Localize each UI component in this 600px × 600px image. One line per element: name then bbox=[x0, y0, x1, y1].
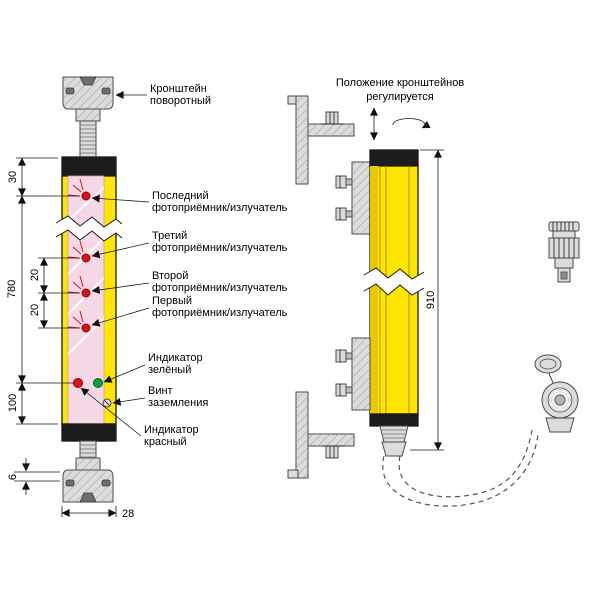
callout-red-line2: красный bbox=[144, 436, 187, 448]
dim-30: 30 bbox=[7, 171, 19, 183]
upper-mount-bracket bbox=[287, 95, 371, 235]
upper-arm-bolt bbox=[325, 111, 339, 125]
dim-20-upper: 20 bbox=[29, 269, 41, 281]
receiver-dot-first bbox=[67, 310, 91, 333]
dim-6: 6 bbox=[7, 474, 19, 480]
callout-ground-line2: заземления bbox=[148, 397, 208, 409]
bracket-top-notch bbox=[79, 76, 97, 86]
top-rotary-bracket bbox=[62, 76, 114, 159]
dimensions-left: 30 780 100 20 20 6 28 bbox=[6, 157, 134, 520]
callout-third-line2: фотоприёмник/излучатель bbox=[152, 242, 288, 254]
threaded-stud-bottom bbox=[79, 440, 97, 460]
bracket-slot-left bbox=[65, 87, 75, 95]
bracket-bottom-notch bbox=[79, 492, 97, 503]
receiver-dot-last bbox=[67, 178, 91, 201]
threaded-stud bbox=[79, 120, 97, 159]
receiver-dot-second bbox=[67, 275, 91, 298]
side-cap-top bbox=[369, 149, 419, 167]
clamp-bolt bbox=[335, 175, 353, 189]
rotation-arrow-icon bbox=[392, 118, 431, 129]
callout-second-line1: Второй bbox=[152, 270, 188, 282]
cable-connector bbox=[382, 354, 579, 507]
device-side bbox=[363, 149, 425, 457]
side-cap-bottom bbox=[369, 413, 419, 427]
right-view: Положение кронштейнов регулируется bbox=[287, 77, 580, 507]
callout-ground-line1: Винт bbox=[148, 385, 173, 397]
dimension-910: 910 bbox=[410, 149, 444, 451]
lower-mount-bracket bbox=[287, 337, 371, 479]
bottom-rotary-bracket bbox=[62, 440, 114, 503]
callout-last-line1: Последний bbox=[152, 190, 209, 202]
end-cap-top bbox=[61, 156, 117, 177]
clamp-bolt bbox=[335, 207, 353, 221]
side-body-break bbox=[364, 268, 424, 295]
callout-first-line1: Первый bbox=[152, 295, 192, 307]
dim-780: 780 bbox=[6, 280, 18, 298]
connector-backshell bbox=[545, 417, 575, 433]
callout-last-line2: фотоприёмник/излучатель bbox=[152, 202, 288, 214]
bracket-slot-left-bottom bbox=[65, 479, 75, 487]
side-body-shade bbox=[370, 166, 378, 414]
lower-arm-bolt bbox=[325, 445, 339, 459]
bracket-slot-right-bottom bbox=[101, 479, 111, 487]
callout-first-line2: фотоприёмник/излучатель bbox=[152, 307, 288, 319]
dim-910: 910 bbox=[425, 291, 437, 309]
clamp-bolt bbox=[335, 349, 353, 363]
cable-outline bbox=[382, 433, 539, 507]
clamp-bolt bbox=[335, 383, 353, 397]
body-break bbox=[56, 216, 122, 241]
note-line1: Положение кронштейнов bbox=[336, 77, 465, 89]
green-indicator bbox=[93, 378, 103, 388]
callouts: Кронштейн поворотный Последний фотоприём… bbox=[80, 83, 288, 448]
receiver-dot-third bbox=[67, 240, 91, 263]
dim-28: 28 bbox=[122, 508, 134, 520]
left-view: 30 780 100 20 20 6 28 Кронштейн поворотн… bbox=[6, 76, 288, 520]
callout-red-line1: Индикатор bbox=[144, 424, 199, 436]
dim-100: 100 bbox=[7, 394, 19, 412]
mating-plug bbox=[548, 221, 580, 283]
end-cap-bottom bbox=[61, 423, 117, 442]
red-indicator bbox=[73, 378, 83, 388]
gland-nut bbox=[381, 441, 407, 457]
callout-bracket-line1: Кронштейн bbox=[150, 83, 207, 95]
callout-green-line2: зелёный bbox=[148, 364, 191, 376]
callout-bracket-line2: поворотный bbox=[150, 95, 211, 107]
cable-outline bbox=[398, 429, 533, 498]
callout-second-line2: фотоприёмник/излучатель bbox=[152, 282, 288, 294]
note-line2: регулируется bbox=[366, 91, 434, 103]
ground-screw bbox=[102, 398, 112, 408]
callout-green-line1: Индикатор bbox=[148, 352, 203, 364]
callout-third-line1: Третий bbox=[152, 230, 187, 242]
bracket-slot-right bbox=[101, 87, 111, 95]
connector-cap bbox=[534, 354, 562, 374]
lower-bracket-foot bbox=[287, 469, 299, 479]
dim-20-lower: 20 bbox=[29, 304, 41, 316]
